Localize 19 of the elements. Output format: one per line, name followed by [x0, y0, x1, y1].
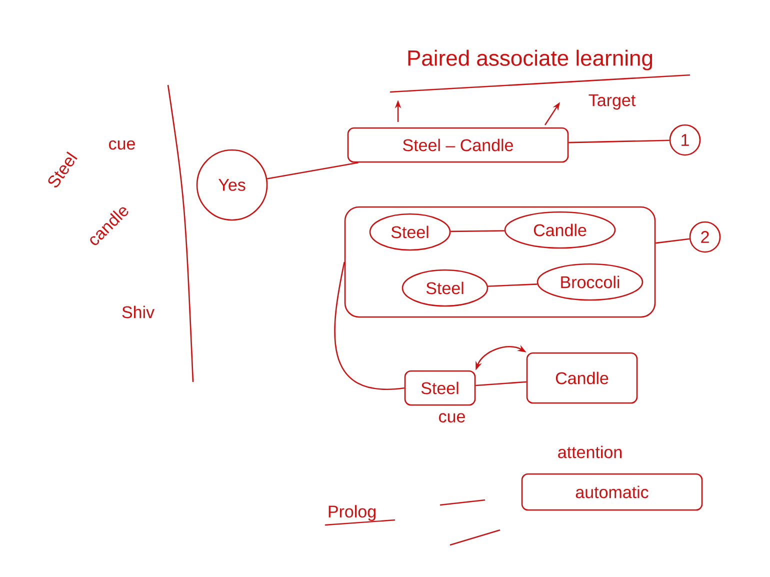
- group-box: [344, 206, 656, 318]
- connector: [656, 238, 690, 244]
- title: Paired associate learning: [408, 50, 652, 70]
- connector: [488, 284, 538, 287]
- process-box: automatic: [521, 473, 703, 511]
- connector: [450, 230, 504, 232]
- note: Prolog: [328, 505, 376, 521]
- note: attention: [558, 446, 622, 458]
- note: cue: [439, 413, 465, 422]
- connector: [476, 381, 526, 386]
- note: Shiv: [122, 306, 154, 318]
- connector: [568, 140, 670, 144]
- process-box: Steel – Candle: [347, 127, 569, 163]
- connector: [334, 262, 404, 390]
- note: Target: [588, 94, 636, 110]
- process-box: Steel: [404, 370, 476, 406]
- process-box: Candle: [526, 352, 638, 404]
- note: cue: [109, 140, 135, 150]
- connector: [267, 162, 358, 180]
